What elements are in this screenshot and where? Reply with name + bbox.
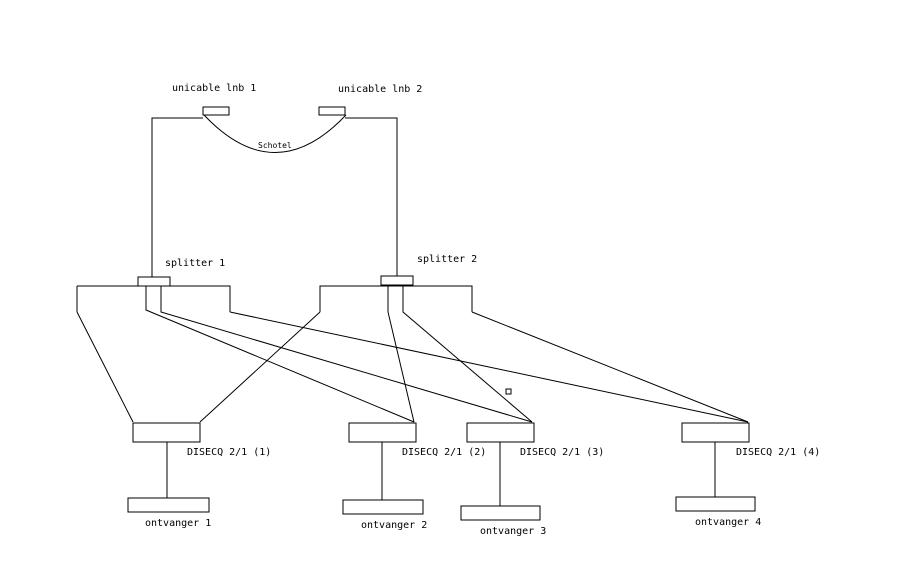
- diseqc-2-label: DISECQ 2/1 (2): [402, 447, 486, 458]
- diseqc-2-box: [348, 422, 417, 443]
- diseqc-4-label: DISECQ 2/1 (4): [736, 447, 820, 458]
- receiver-4-box: [675, 496, 756, 512]
- dish-label: Schotel: [258, 141, 292, 150]
- lnb-1-box: [202, 106, 230, 116]
- splitter-2-body: [319, 285, 473, 312]
- cable-s1-d2: [145, 286, 415, 423]
- lnb-1-label: unicable lnb 1: [172, 83, 256, 94]
- diseqc-1-box: [132, 422, 201, 443]
- splitter-2-connector: [380, 275, 414, 286]
- dish-arc: [203, 114, 347, 153]
- receiver-4-label: ontvanger 4: [695, 517, 761, 528]
- small-marker: [505, 388, 512, 395]
- splitter-2-label: splitter 2: [417, 254, 477, 265]
- receiver-1-label: ontvanger 1: [145, 518, 211, 529]
- receiver-3-label: ontvanger 3: [480, 526, 546, 537]
- splitter-1-connector: [137, 276, 171, 287]
- cable-lnb2-splitter2: [345, 117, 398, 276]
- splitter-1-label: splitter 1: [165, 258, 225, 269]
- receiver-2-label: ontvanger 2: [361, 520, 427, 531]
- cable-s1-d4: [229, 311, 749, 423]
- receiver-2-box: [342, 499, 424, 515]
- diseqc-3-label: DISECQ 2/1 (3): [520, 447, 604, 458]
- cable-s2-d4: [471, 311, 749, 423]
- cable-s2-d2: [387, 285, 415, 423]
- lnb-2-label: unicable lnb 2: [338, 84, 422, 95]
- cable-s2-d1: [199, 311, 321, 423]
- cable-s2-d3: [402, 285, 533, 423]
- cable-s1-d1: [76, 311, 134, 423]
- splitter-1-body: [77, 285, 231, 312]
- cable-lnb1-splitter1: [139, 117, 203, 278]
- lnb-2-box: [318, 106, 346, 116]
- diseqc-4-box: [681, 422, 750, 443]
- cable-s1-d3: [160, 286, 533, 423]
- receiver-1-box: [127, 497, 210, 513]
- receiver-3-box: [460, 505, 541, 521]
- diseqc-3-box: [466, 422, 535, 443]
- diseqc-1-label: DISECQ 2/1 (1): [187, 447, 271, 458]
